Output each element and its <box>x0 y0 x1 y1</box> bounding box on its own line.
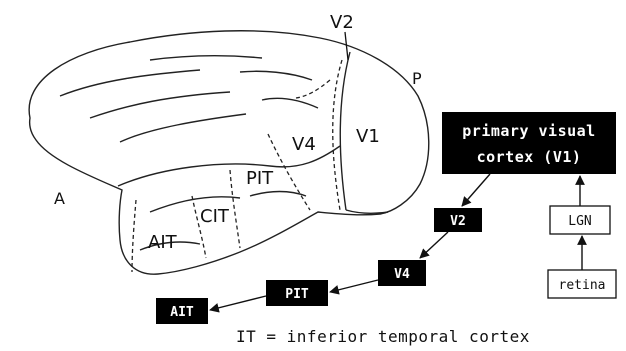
lgn-box: LGN <box>550 206 610 234</box>
retina-box: retina <box>548 270 616 298</box>
retina-box-label: retina <box>559 278 606 293</box>
sulcus-4 <box>240 71 312 80</box>
label-anterior: A <box>54 189 65 208</box>
arrow-v4-to-pit <box>330 280 378 292</box>
v1-curve <box>340 52 350 210</box>
pit-box: PIT <box>266 280 328 306</box>
label-pit-region: PIT <box>246 168 274 189</box>
primary-box-line1: primary visual <box>462 122 595 140</box>
v4-box: V4 <box>378 260 426 286</box>
ait-box-label: AIT <box>170 305 194 320</box>
sulcus-3 <box>150 56 262 60</box>
arrow-pit-to-ait <box>210 296 266 310</box>
boundary-v2-v4 <box>296 80 330 98</box>
primary-box-line2: cortex (V1) <box>477 148 582 166</box>
arrow-v1-to-v2 <box>462 174 490 206</box>
sulcus-8 <box>250 192 306 197</box>
primary-visual-cortex-box: primary visual cortex (V1) <box>442 112 616 174</box>
occipital-notch <box>346 210 388 213</box>
label-v4: V4 <box>292 134 316 155</box>
arrow-v2-to-v4 <box>420 232 448 258</box>
pit-box-label: PIT <box>285 287 309 302</box>
boundary-pit-cit <box>230 170 240 248</box>
pathway-arrows <box>210 174 582 310</box>
sulcus-2 <box>90 92 230 118</box>
brain-drawing <box>29 31 429 274</box>
label-v1: V1 <box>356 126 380 147</box>
v4-box-label: V4 <box>394 267 410 282</box>
label-ait-region: AIT <box>148 232 178 253</box>
caption: IT = inferior temporal cortex <box>236 327 530 346</box>
boundary-ait-front <box>132 200 136 272</box>
sulcus-1 <box>60 70 200 96</box>
ait-box: AIT <box>156 298 208 324</box>
sulcus-6 <box>262 98 318 108</box>
label-v2-top: V2 <box>330 12 354 33</box>
v2-box: V2 <box>434 208 482 232</box>
v2-box-label: V2 <box>450 214 466 229</box>
sulcus-5 <box>120 114 246 142</box>
lgn-box-label: LGN <box>568 214 591 229</box>
brain-outline <box>29 31 429 274</box>
label-cit-region: CIT <box>200 206 230 227</box>
label-posterior: P <box>412 69 422 88</box>
